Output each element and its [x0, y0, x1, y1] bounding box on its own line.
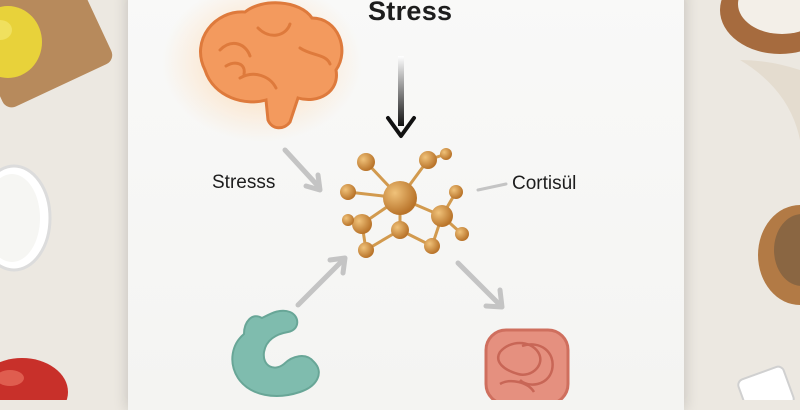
diagram-title: Stress	[368, 0, 453, 26]
brain-icon	[162, 0, 362, 142]
wood-bowl-icon	[720, 0, 800, 54]
diagram-graphics	[162, 0, 570, 400]
down-arrow	[386, 56, 416, 138]
bowl-icon	[0, 164, 52, 272]
nut-bowl-icon	[758, 205, 800, 305]
cortisol-label: Cortisül	[512, 173, 577, 194]
molecule-icon	[340, 148, 469, 258]
bottle-icon	[737, 365, 795, 400]
cloth-icon	[740, 60, 800, 140]
stomach-arrow	[295, 255, 348, 308]
stress-label: Stresss	[212, 172, 276, 193]
stomach-icon	[231, 309, 320, 397]
tissue-icon	[484, 328, 570, 400]
apple-icon	[0, 358, 68, 400]
left-arrow	[282, 147, 323, 193]
tissue-arrow	[455, 260, 505, 310]
background-props	[0, 0, 800, 400]
right-connector	[476, 182, 508, 192]
lemon-icon	[0, 6, 42, 78]
